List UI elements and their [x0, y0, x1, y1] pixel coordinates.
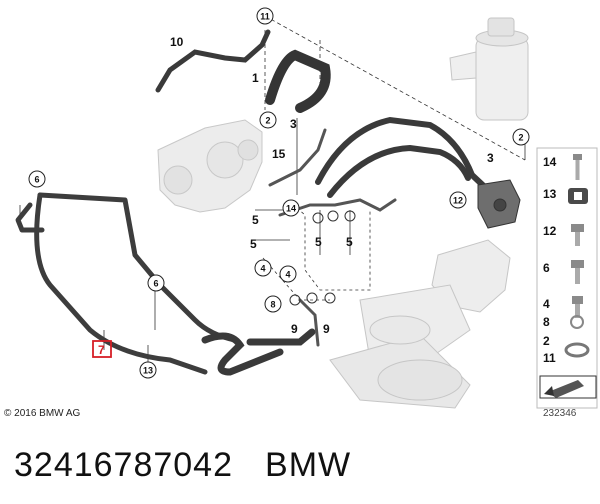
- part-labels: 10 1 3 15 3 5 5 5 5 9 9 7: [98, 35, 494, 357]
- label-15: 15: [272, 147, 286, 161]
- svg-text:6: 6: [153, 279, 158, 289]
- svg-text:14: 14: [543, 155, 557, 169]
- svg-text:4: 4: [260, 264, 265, 274]
- svg-text:2: 2: [265, 116, 270, 126]
- valve-block-12: [477, 179, 521, 229]
- label-10: 10: [170, 35, 184, 49]
- svg-text:13: 13: [143, 366, 153, 376]
- svg-text:14: 14: [286, 204, 296, 214]
- part-number: 32416787042: [14, 445, 234, 484]
- red-hose-highlight-frame: [92, 340, 112, 358]
- svg-text:13: 13: [543, 187, 557, 201]
- svg-text:12: 12: [453, 196, 463, 206]
- svg-text:11: 11: [543, 351, 556, 365]
- callout-12: 12: [449, 191, 467, 209]
- svg-text:4: 4: [285, 270, 290, 280]
- o-rings: [289, 210, 356, 306]
- callout-4: 4: [279, 265, 297, 283]
- legend-item-14-bolt: 14: [543, 154, 582, 180]
- label-5: 5: [315, 235, 322, 249]
- label-9: 9: [323, 322, 330, 336]
- reservoir-ghost: [449, 17, 529, 121]
- callout-13: 13: [139, 361, 157, 379]
- callout-6: 6: [147, 274, 165, 292]
- label-1: 1: [252, 71, 259, 85]
- part-caption: 32416787042 BMW: [14, 440, 351, 490]
- callout-11: 11: [256, 7, 274, 25]
- label-3: 3: [290, 117, 297, 131]
- svg-text:11: 11: [260, 12, 270, 22]
- svg-text:2: 2: [518, 133, 523, 143]
- hose-3: [315, 116, 491, 198]
- legend-item-13-grommet: 13: [543, 187, 588, 204]
- svg-text:8: 8: [543, 315, 550, 329]
- callout-2: 2: [512, 128, 530, 146]
- svg-text:12: 12: [543, 224, 557, 238]
- svg-text:6: 6: [543, 261, 550, 275]
- label-9: 9: [291, 322, 298, 336]
- svg-text:8: 8: [270, 300, 275, 310]
- callouts: 11 2 14 6 6 13 12 2 4 4 8: [28, 7, 530, 379]
- hose-1: [265, 49, 331, 113]
- label-3: 3: [487, 151, 494, 165]
- legend-item-6-bolt: 6: [543, 260, 584, 284]
- return-line-loop: [15, 192, 238, 375]
- metal-tubes: [268, 128, 397, 347]
- legend-item-2-clamp: 2: [543, 334, 590, 358]
- svg-text:4: 4: [543, 297, 550, 311]
- brand-name: BMW: [265, 445, 352, 484]
- legend-item-11-clip: 11: [543, 351, 556, 365]
- steering-gear-ghost: [329, 239, 511, 409]
- legend-arrow-icon: [539, 375, 597, 399]
- parts-diagram: 11 2 14 6 6 13 12 2 4 4 8 10 1 3 15 3 5 …: [4, 7, 598, 419]
- legend-item-4-banjo-bolt: 4: [543, 296, 583, 318]
- parts-legend: 14 13 12 6 4 8 2 11: [536, 147, 598, 409]
- label-7-highlight: 7: [98, 343, 105, 357]
- pressure-hose: [201, 328, 316, 376]
- callout-2: 2: [259, 111, 277, 129]
- svg-text:6: 6: [34, 175, 39, 185]
- power-steering-pump-ghost: [157, 119, 263, 213]
- callout-4: 4: [254, 259, 272, 277]
- svg-text:2: 2: [543, 334, 550, 348]
- drawing-id: 232346: [543, 408, 577, 419]
- copyright-text: © 2016 BMW AG: [4, 408, 81, 419]
- callout-14: 14: [282, 199, 300, 217]
- legend-item-12-bolt: 12: [543, 224, 584, 246]
- hose-10: [155, 29, 271, 93]
- callout-6: 6: [28, 170, 46, 188]
- legend-item-8-seal: 8: [543, 315, 584, 329]
- label-5: 5: [252, 213, 259, 227]
- callout-8: 8: [264, 295, 282, 313]
- label-5: 5: [346, 235, 353, 249]
- label-5: 5: [250, 237, 257, 251]
